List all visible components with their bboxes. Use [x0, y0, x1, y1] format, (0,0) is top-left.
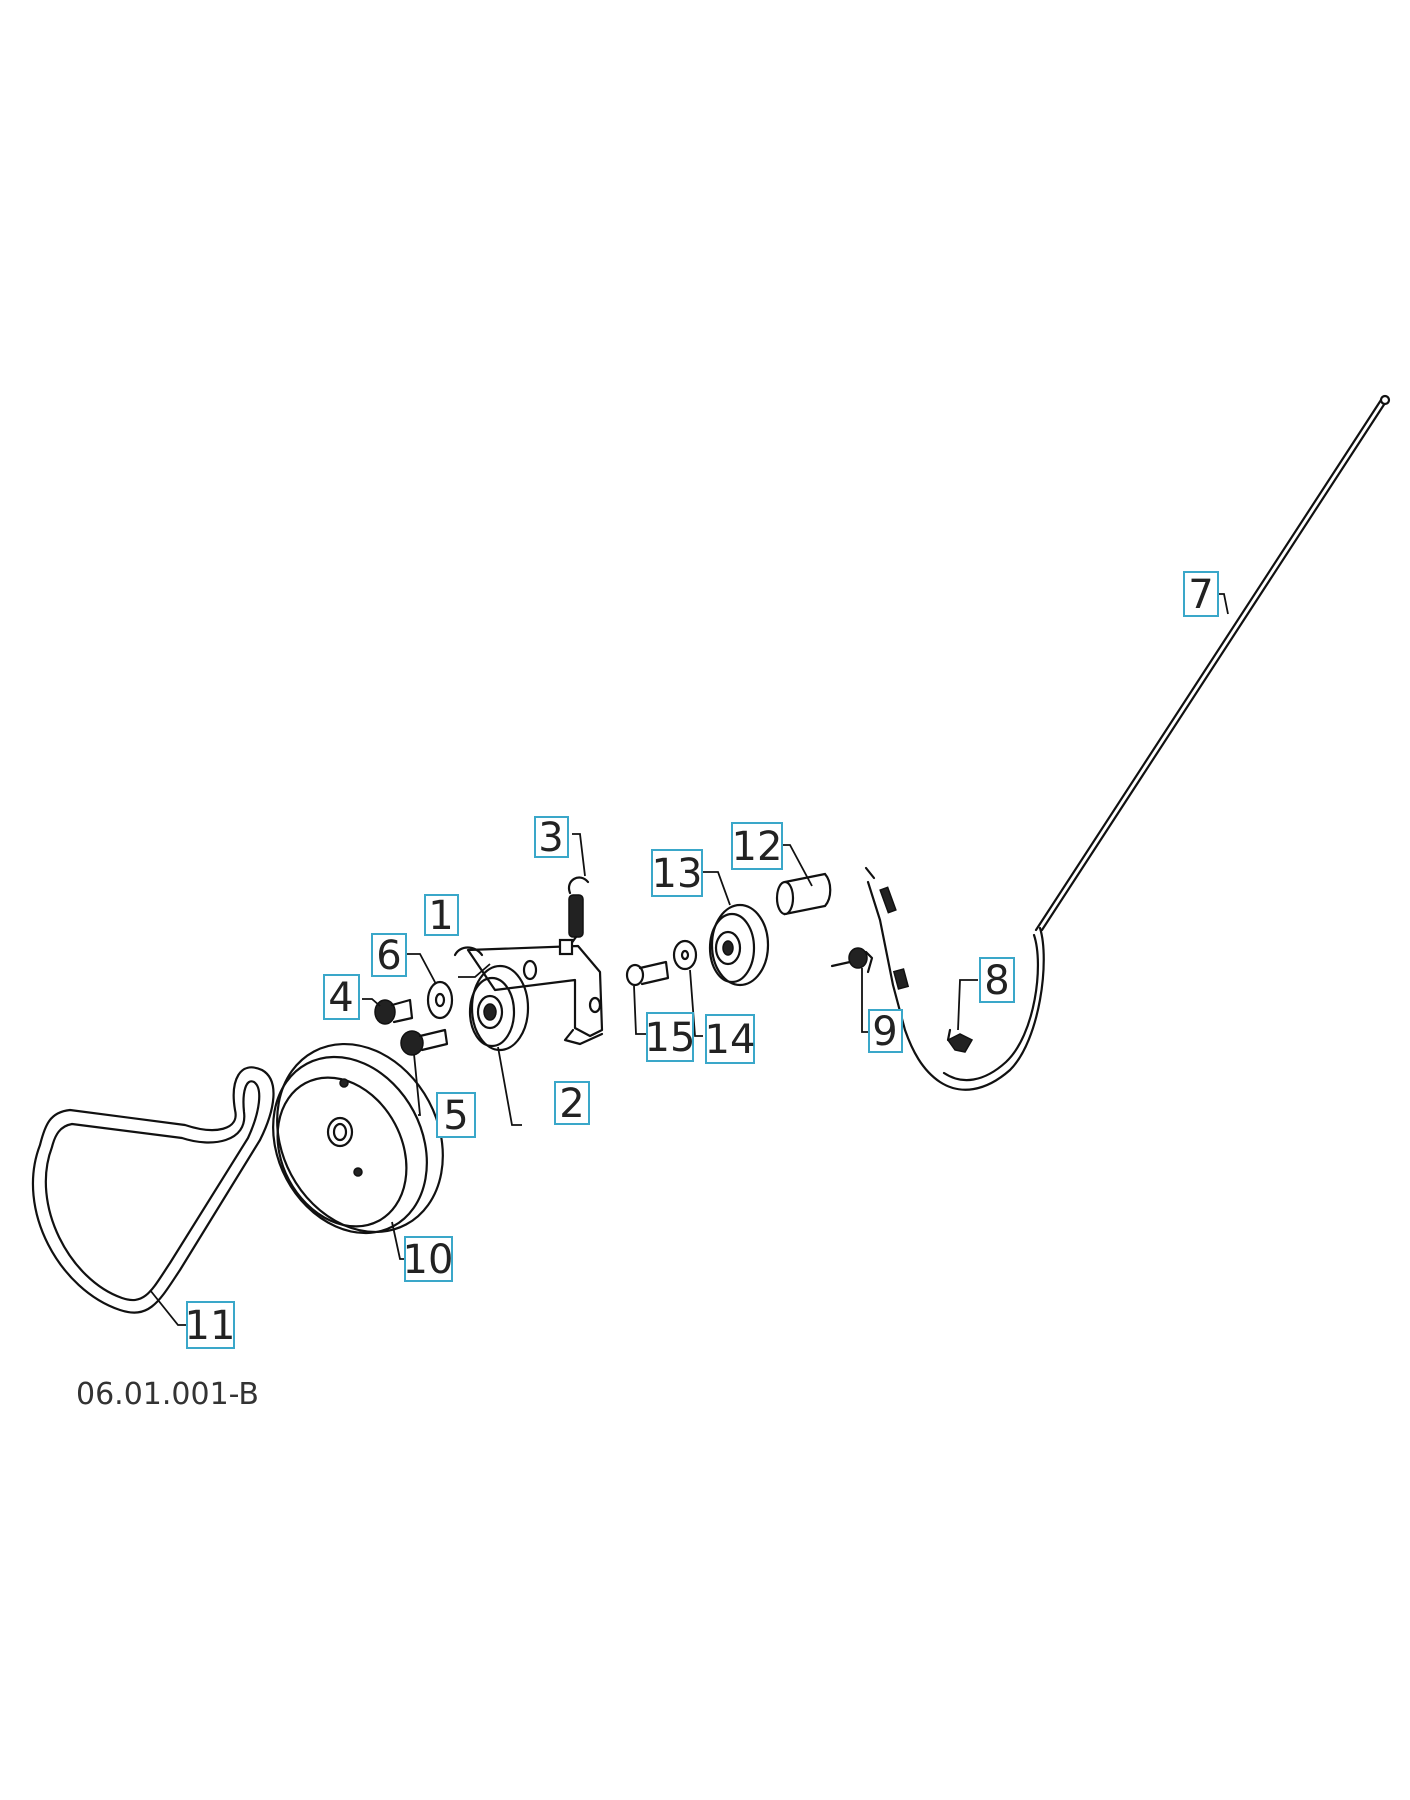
svg-text:6: 6	[376, 933, 401, 979]
part-12-bushing	[775, 872, 832, 916]
svg-text:8: 8	[984, 958, 1009, 1004]
svg-text:11: 11	[185, 1303, 236, 1349]
callout-10: 10	[403, 1236, 454, 1283]
svg-text:15: 15	[645, 1015, 696, 1061]
part-15-bolt	[625, 960, 670, 987]
drawing-reference-code: 06.01.001-B	[76, 1377, 260, 1412]
part-6-washer	[426, 980, 454, 1020]
svg-text:1: 1	[428, 893, 453, 939]
svg-text:14: 14	[705, 1017, 756, 1063]
callout-4: 4	[323, 974, 360, 1021]
part-8-cable-clip	[946, 1028, 974, 1053]
svg-text:2: 2	[559, 1081, 584, 1127]
callout-7: 7	[1183, 571, 1219, 618]
svg-text:12: 12	[732, 824, 783, 870]
part-9-fastener	[830, 947, 874, 974]
part-7-control-rod-cable	[864, 394, 1391, 1091]
part-11-drive-belt	[31, 1066, 275, 1314]
part-14-washer	[672, 939, 698, 971]
callout-13: 13	[651, 849, 703, 897]
svg-text:7: 7	[1188, 572, 1213, 618]
part-3-spring	[558, 876, 590, 956]
callout-12: 12	[731, 822, 783, 870]
callout-9: 9	[868, 1009, 903, 1055]
callout-2: 2	[554, 1081, 590, 1127]
svg-text:3: 3	[538, 815, 563, 861]
svg-text:9: 9	[872, 1009, 897, 1055]
part-10-pulley	[272, 1042, 444, 1235]
svg-text:4: 4	[328, 975, 353, 1021]
part-1-idler-bracket	[453, 944, 604, 1046]
callout-3: 3	[534, 815, 569, 861]
svg-text:13: 13	[652, 851, 703, 897]
leader-lines	[149, 593, 1229, 1326]
svg-text:5: 5	[443, 1093, 468, 1139]
part-4-nut	[374, 998, 414, 1025]
part-2-idler-pulley	[468, 964, 530, 1052]
callout-14: 14	[705, 1014, 756, 1064]
part-5-bolt	[400, 1028, 449, 1056]
part-13-pulley	[708, 903, 770, 987]
callout-11: 11	[185, 1301, 236, 1349]
svg-text:10: 10	[403, 1237, 454, 1283]
callout-15: 15	[645, 1012, 696, 1062]
callout-5: 5	[436, 1092, 476, 1139]
callout-1: 1	[424, 893, 459, 939]
callout-8: 8	[979, 957, 1015, 1004]
callout-6: 6	[371, 933, 407, 979]
